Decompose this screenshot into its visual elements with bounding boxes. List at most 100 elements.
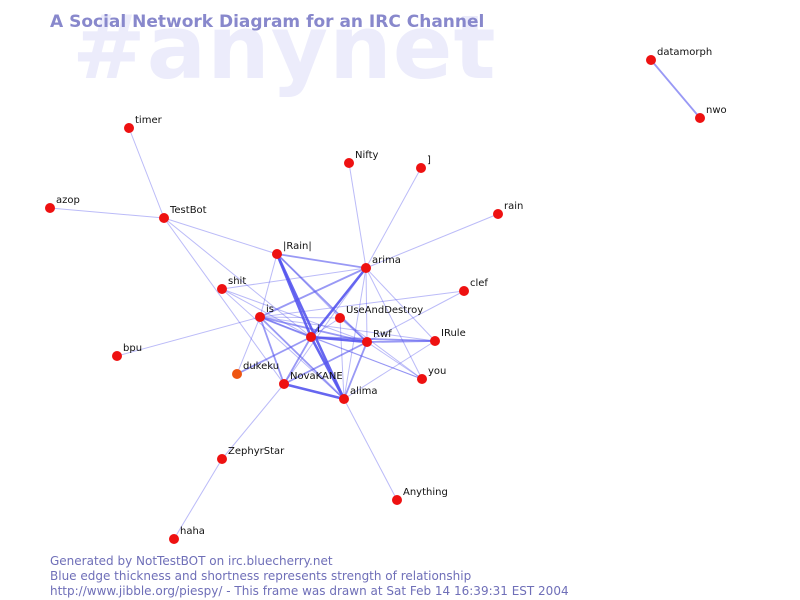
footer: Generated by NotTestBOT on irc.bluecherr… [50,554,569,599]
node-dot [159,213,169,223]
node-dot [279,379,289,389]
node-arima: arima [361,255,401,273]
edge-alima-Anything [343,398,398,501]
node-label: rain [504,201,523,212]
node-label: Rwf [373,329,392,340]
node-label: timer [135,115,163,126]
edge-i-alima [309,336,346,400]
node-label: bpu [123,343,142,354]
node-label: ] [427,155,431,166]
node-dot [362,337,372,347]
edge-Rwf-NovaKANE [283,341,368,385]
edge-arima-you [365,267,423,380]
node-dot [361,263,371,273]
node-label: ZephyrStar [228,446,285,457]
node-label: nwo [706,105,727,116]
node-label: UseAndDestroy [346,305,423,316]
edge-shit-i [221,288,312,338]
node-label: dukeku [243,361,279,372]
node-label: alima [350,386,378,397]
node-NovaKANE: NovaKANE [279,371,343,389]
node-dot [493,209,503,219]
edge-azop-TestBot [49,207,165,219]
edge-Rain-alima [275,253,346,400]
edge-IRule-alima [343,340,436,400]
node-label: TestBot [169,205,207,216]
node-label: azop [56,195,80,206]
node-label: arima [372,255,401,266]
edge-Nifty-arima [348,162,367,269]
footer-generated-by: Generated by NotTestBOT on irc.bluecherr… [50,554,333,568]
node-dot [417,374,427,384]
node-dot [169,534,179,544]
edge-UseAndDestroy-you [339,317,423,380]
node-azop: azop [45,195,80,213]
node-dot [306,332,316,342]
node-timer: timer [124,115,163,133]
edge-is-NovaKANE [259,316,285,385]
node-dot [124,123,134,133]
node-IRule: IRule [430,328,466,346]
edge-Rain-arima [276,253,367,269]
node-bracket: ] [416,155,431,173]
node-Anything: Anything [392,487,448,505]
node-label: NovaKANE [290,371,343,382]
node-dot [217,284,227,294]
edge-Rwf-you [366,341,423,380]
node-label: |Rain| [283,241,312,252]
node-ZephyrStar: ZephyrStar [217,446,285,464]
node-label: Anything [403,487,448,498]
node-label: is [266,304,274,315]
node-dot [392,495,402,505]
node-dot [339,394,349,404]
node-dot [695,113,705,123]
edge-rain-arima [365,213,499,269]
edge-datamorph-nwo [650,59,701,119]
edge-arima-IRule [365,267,436,342]
edge-Rain-is [259,253,278,318]
edge-shit-alima [221,288,345,400]
edge-is-i [259,316,312,338]
edge-TestBot-i [163,217,312,338]
edge-Rwf-alima [343,341,368,400]
node-rain: rain [493,201,523,219]
edge-ZephyrStar-haha [173,458,223,540]
node-alima: alima [339,386,378,404]
edge-Rain-Rwf [276,253,368,343]
node-dot [217,454,227,464]
node-dot [430,336,440,346]
edge-arima-Rwf [365,267,368,343]
node-Nifty: Nifty [344,150,379,168]
edge-TestBot-Rain [163,217,278,255]
node-label: you [428,366,446,377]
footer-legend-note: Blue edge thickness and shortness repres… [50,569,472,583]
node-Rwf: Rwf [362,329,392,347]
edge-is-UseAndDestroy [259,316,341,319]
edge-arima-NovaKANE [283,267,367,385]
node-Rain: |Rain| [272,241,312,259]
edge-is-IRule [259,316,436,342]
edge-i-you [310,336,423,380]
edge-layer [49,59,701,540]
edge-i-dukeku [236,336,312,375]
node-shit: shit [217,276,246,294]
edge-UseAndDestroy-alima [339,317,345,400]
node-dot [335,313,345,323]
edge-arima-alima [343,267,367,400]
node-TestBot: TestBot [159,205,207,223]
node-you: you [417,366,446,384]
node-haha: haha [169,526,205,544]
node-dot [459,286,469,296]
channel-watermark: #anynet [72,0,497,99]
edge-shit-Rwf [221,288,368,343]
node-clef: clef [459,278,488,296]
node-dot [646,55,656,65]
node-label: haha [180,526,205,537]
node-label: shit [228,276,246,287]
node-label: i [317,324,320,335]
node-bpu: bpu [112,343,142,361]
node-label: Nifty [355,150,379,161]
node-datamorph: datamorph [646,47,712,65]
